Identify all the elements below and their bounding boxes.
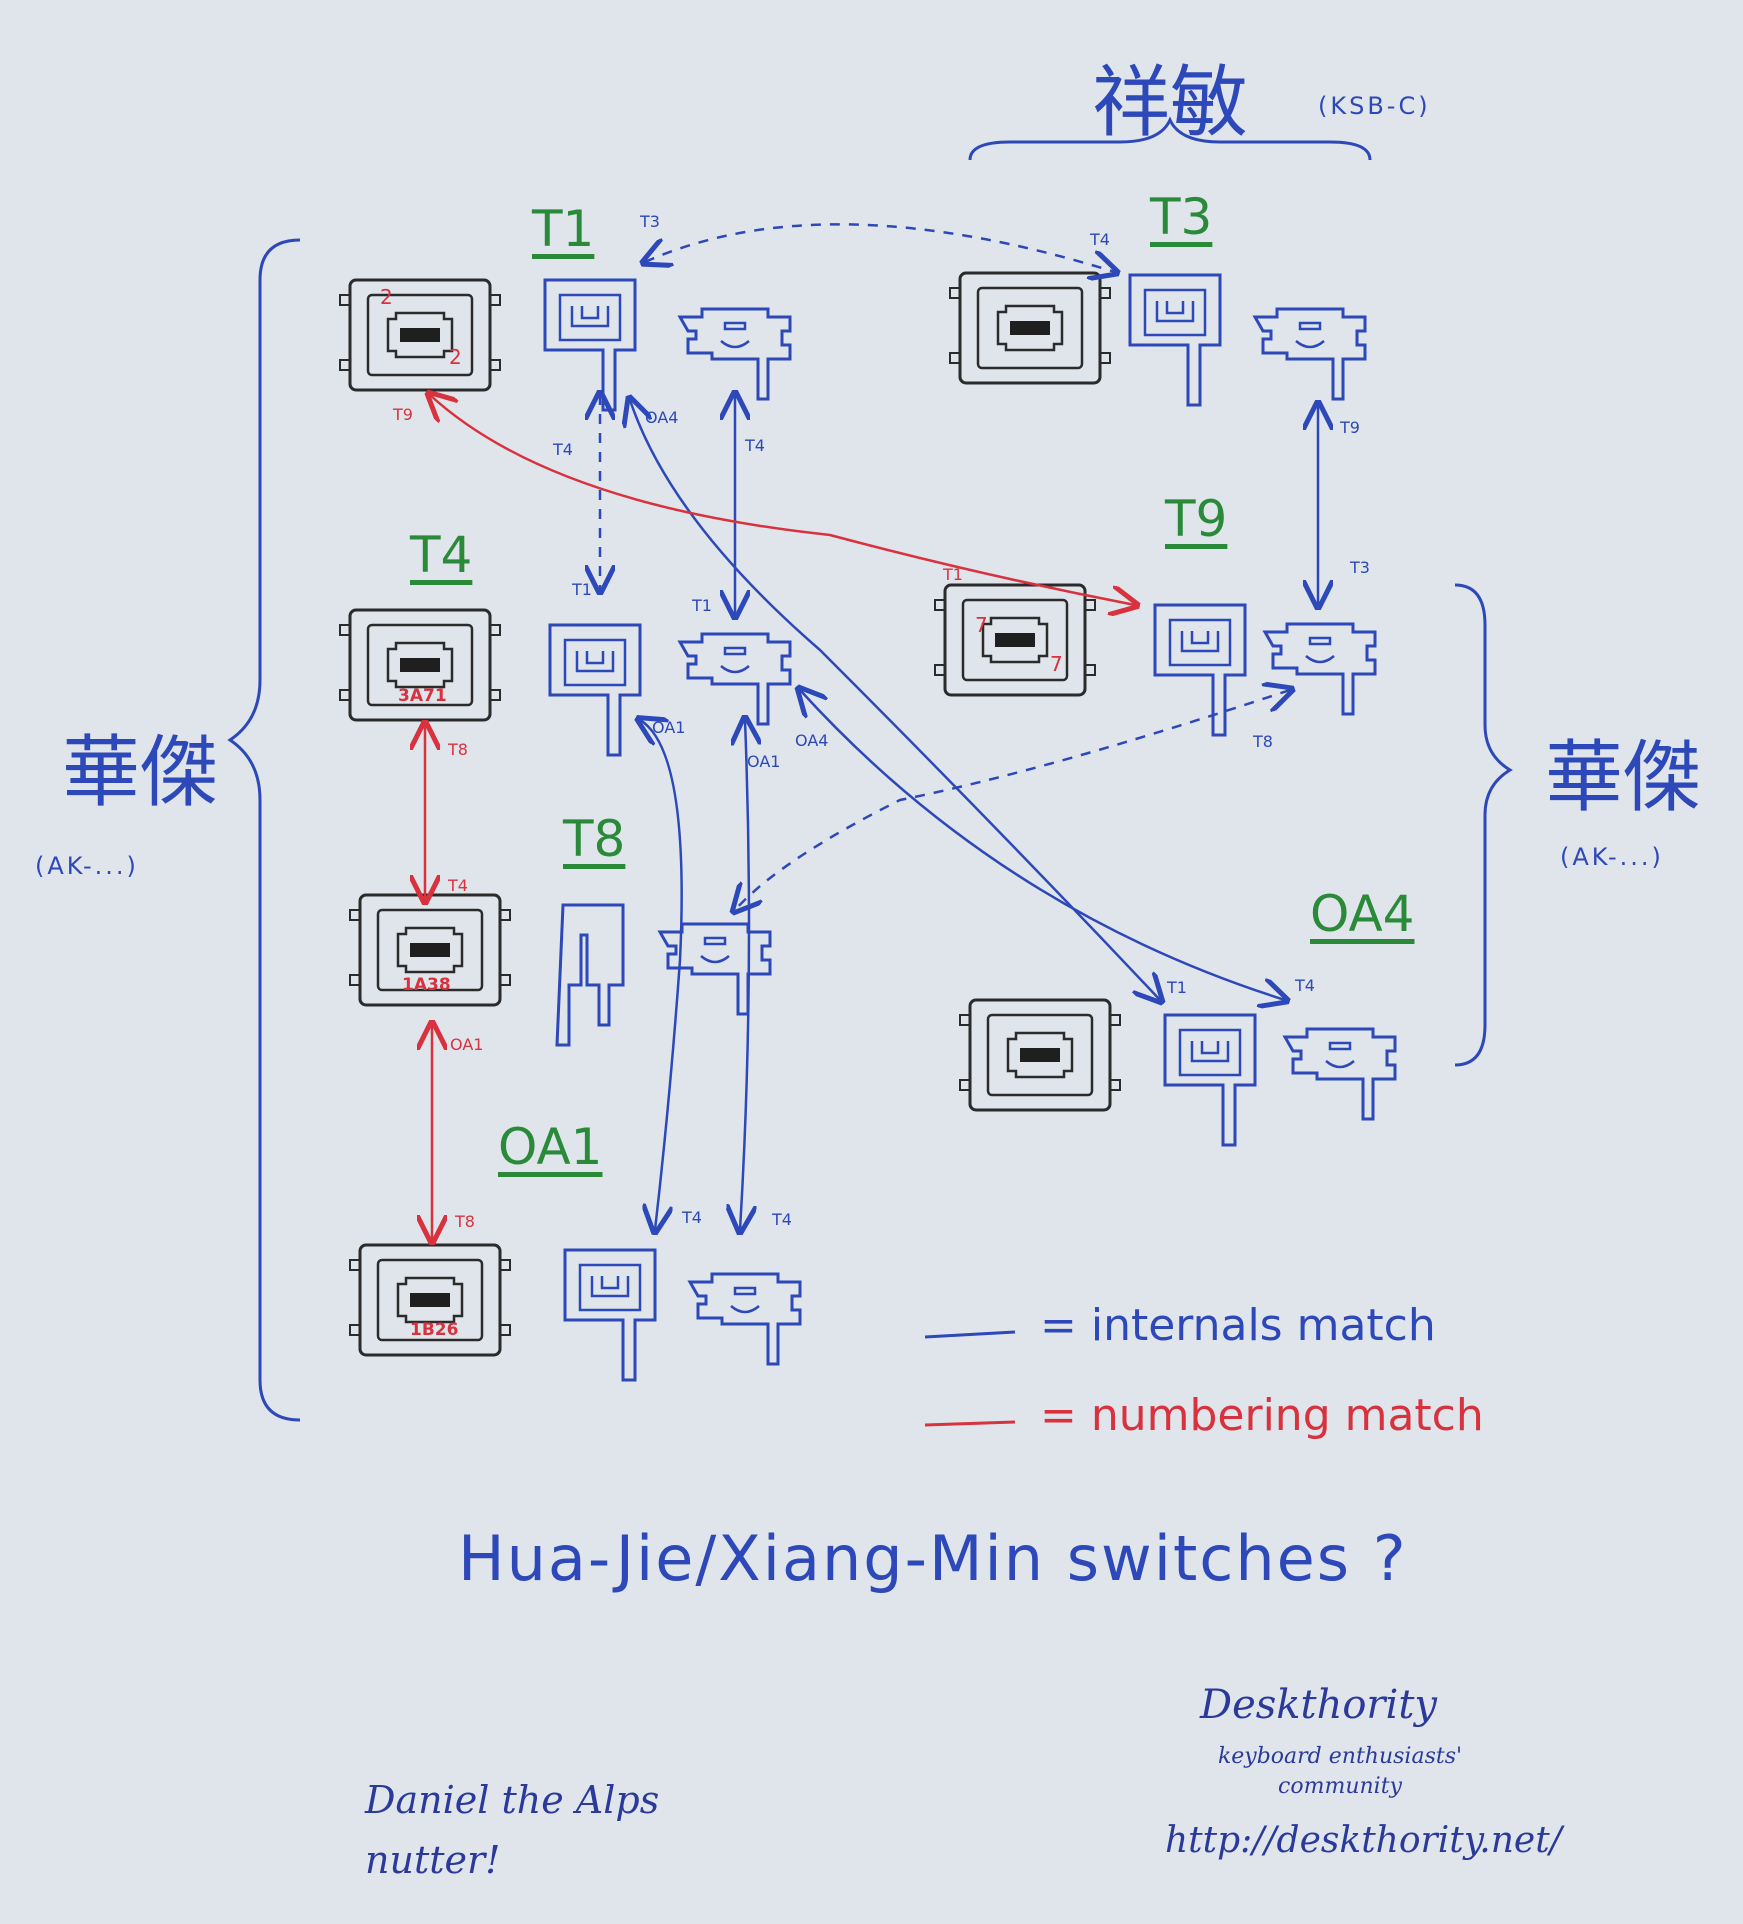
label-oa1-contact: T4 (682, 1208, 702, 1227)
oa1-leaf-icon (688, 1272, 802, 1366)
t1-leaf-icon (678, 307, 792, 401)
label-t4-leaf-oa4: OA4 (795, 731, 829, 750)
label-t3-top: T4 (1090, 230, 1110, 249)
credit-site-tag: keyboard enthusiasts' community (1217, 1744, 1463, 1799)
credit-author: Daniel the Alps nutter! (365, 1778, 660, 1882)
brace-xiang-min (968, 116, 1372, 161)
t3-housing (948, 271, 1112, 385)
label-oa1-leaf: T4 (772, 1210, 792, 1229)
t9-housing-mark-bottom: 7 (1050, 652, 1063, 676)
switch-label-t3: T3 (1150, 188, 1213, 246)
brace-hua-jie-right (1454, 583, 1513, 1067)
arrow-t9-t8-dashed (735, 690, 1290, 910)
arrow-t1-t9-numbering (430, 395, 1135, 605)
label-t1-leaf-down: T4 (745, 436, 765, 455)
label-oa1-base-up: T8 (455, 1212, 475, 1231)
label-t1-top: T3 (640, 212, 660, 231)
t1-housing (338, 278, 502, 392)
oa1-housing-code: 1B26 (410, 1320, 459, 1340)
legend-blue-line (924, 1330, 1016, 1339)
hua-jie-left-label: 華傑 (62, 728, 219, 818)
label-t3-leaf-down: T9 (1340, 418, 1360, 437)
t3-leaf-icon (1253, 307, 1367, 401)
switch-label-t4: T4 (410, 526, 473, 584)
t9-contact-icon (1153, 603, 1247, 737)
t8-contact-icon (555, 903, 625, 1047)
t4-leaf-icon (678, 632, 792, 726)
hua-jie-right-label: 華傑 (1545, 733, 1702, 823)
credit-site-url: http://deskthority.net/ (1165, 1820, 1562, 1861)
t1-housing-mark-bottom: 2 (449, 345, 462, 369)
label-t4-contact-up: T1 (572, 580, 592, 599)
label-t9-leaf-up: T3 (1350, 558, 1370, 577)
switch-label-t8: T8 (563, 810, 626, 868)
brace-hua-jie-left (227, 238, 301, 1422)
arrow-t4-oa1-contact (640, 720, 683, 1230)
t1-contact-icon (543, 278, 637, 412)
credit-site-name: Deskthority (1200, 1682, 1438, 1728)
switch-label-oa1: OA1 (498, 1118, 603, 1176)
arrow-t4-oa1-leaf (740, 720, 749, 1230)
t4-contact-icon (548, 623, 642, 757)
label-t4-contact-oa1: OA1 (652, 718, 686, 737)
legend-numbering: = numbering match (1040, 1390, 1484, 1441)
t9-housing (933, 583, 1097, 697)
diagram-title: Hua-Jie/Xiang-Min switches ? (458, 1522, 1408, 1595)
arrow-t1-oa4-contact (630, 400, 1160, 1000)
oa4-contact-icon (1163, 1013, 1257, 1147)
label-oa4-leaf: T4 (1295, 976, 1315, 995)
label-t4-leaf-up: T1 (692, 596, 712, 615)
t1-housing-mark-top: 2 (380, 285, 393, 309)
hua-jie-left-sub: (AK-...) (35, 852, 139, 880)
label-oa4-contact: T1 (1167, 978, 1187, 997)
xiang-min-label: 祥敏 (1092, 58, 1249, 148)
label-t9-leaf-left: T8 (1253, 732, 1273, 751)
label-t8-base-down: OA1 (450, 1035, 484, 1054)
oa4-housing (958, 998, 1122, 1112)
label-t8-base-up: T4 (448, 876, 468, 895)
oa1-contact-icon (563, 1248, 657, 1382)
xiang-min-sub: (KSB-C) (1318, 92, 1431, 120)
hua-jie-right-sub: (AK-...) (1560, 843, 1664, 871)
label-t4-base-down: T8 (448, 740, 468, 759)
arrow-t1-t3-dashed (645, 223, 1115, 272)
t9-housing-mark-top: 7 (975, 613, 988, 637)
t4-housing-code: 3A71 (398, 686, 447, 706)
label-t1-contact-oa4: OA4 (645, 408, 679, 427)
t3-contact-icon (1128, 273, 1222, 407)
oa4-leaf-icon (1283, 1027, 1397, 1121)
switch-label-t9: T9 (1165, 490, 1228, 548)
legend-red-line (924, 1420, 1016, 1427)
t8-housing-code: 1A38 (402, 975, 451, 995)
label-t1-left: T9 (393, 405, 413, 424)
label-t9-left: T1 (943, 565, 963, 584)
switch-label-oa4: OA4 (1310, 885, 1415, 943)
label-t1-contact-down: T4 (553, 440, 573, 459)
legend-internals: = internals match (1040, 1300, 1436, 1351)
switch-label-t1: T1 (532, 200, 595, 258)
t9-leaf-icon (1263, 622, 1377, 716)
label-t4-leaf-oa1: OA1 (747, 752, 781, 771)
